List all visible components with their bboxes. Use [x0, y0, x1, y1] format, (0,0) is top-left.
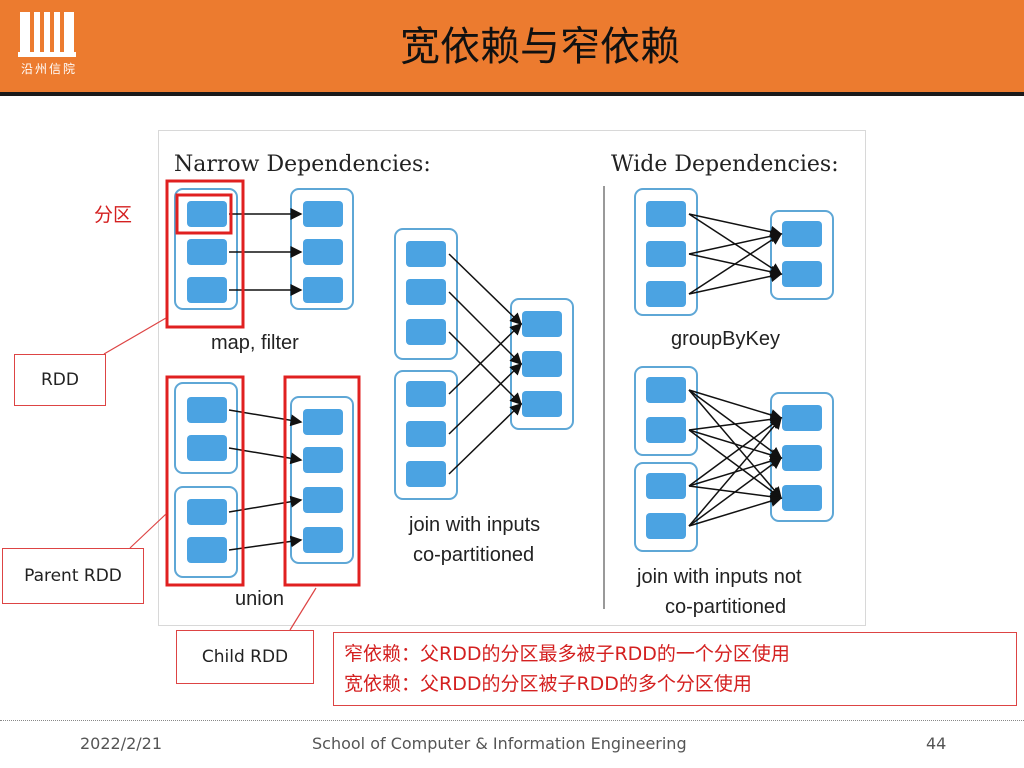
partition: [782, 261, 822, 287]
partition: [646, 473, 686, 499]
partition: [646, 201, 686, 227]
summary-narrow: 窄依赖：父RDD的分区最多被子RDD的一个分区使用: [344, 643, 790, 665]
rdd-join-co-parent-a: [394, 228, 458, 360]
summary-wide: 宽依赖：父RDD的分区被子RDD的多个分区使用: [344, 673, 752, 695]
partition: [646, 417, 686, 443]
dependency-arrow: [448, 253, 523, 326]
groupbykey-arrows: [688, 213, 783, 295]
rdd-callout: RDD: [14, 354, 106, 406]
partition: [646, 513, 686, 539]
highlight-parent-rdd: [165, 375, 245, 587]
label-map-filter: map, filter: [211, 332, 299, 354]
footer-rule: [0, 720, 1024, 721]
partition: [303, 239, 343, 265]
label-groupbykey: groupByKey: [671, 328, 780, 350]
dependency-arrow: [448, 291, 523, 366]
rdd-join-co-parent-b: [394, 370, 458, 500]
page-title: 宽依赖与窄依赖: [400, 24, 680, 70]
partition: [406, 241, 446, 267]
logo-text: 沿州信院: [20, 62, 77, 76]
partition: [406, 319, 446, 345]
summary-box: 窄依赖：父RDD的分区最多被子RDD的一个分区使用 宽依赖：父RDD的分区被子R…: [333, 632, 1017, 706]
partition: [303, 487, 343, 513]
partition: [522, 351, 562, 377]
partition: [187, 537, 227, 563]
dependency-diagram: Narrow Dependencies: Wide Dependencies: …: [158, 130, 866, 626]
rdd-join-not-parent-b: [634, 462, 698, 552]
header-bar: [0, 0, 1024, 92]
label-join-co-1: join with inputs: [408, 514, 540, 536]
wide-title: Wide Dependencies:: [611, 152, 839, 177]
label-join-co-2: co-partitioned: [413, 544, 534, 566]
partition: [303, 447, 343, 473]
partition: [406, 279, 446, 305]
partition: [406, 461, 446, 487]
rdd-join-not-parent-a: [634, 366, 698, 456]
partition: [187, 201, 227, 227]
partition: [187, 435, 227, 461]
partition: [406, 421, 446, 447]
highlight-child-rdd: [283, 375, 361, 587]
footer-date: 2022/2/21: [80, 734, 163, 753]
dependency-arrow: [448, 402, 523, 475]
label-union: union: [235, 588, 284, 610]
partition: [303, 527, 343, 553]
dependency-arrow: [228, 495, 303, 513]
highlight-partition: [175, 193, 233, 235]
rdd-join-not-child: [770, 392, 834, 522]
partition: [782, 485, 822, 511]
rdd-map-parent: [174, 188, 238, 310]
dependency-arrow: [448, 322, 523, 395]
dependency-arrow: [448, 331, 523, 406]
partition: [646, 241, 686, 267]
partition: [303, 409, 343, 435]
partition: [782, 445, 822, 471]
highlight-rdd: [165, 179, 245, 329]
dependency-arrow: [228, 409, 303, 427]
rdd-union-parent-b: [174, 486, 238, 578]
partition-label: 分区: [94, 204, 133, 226]
partition: [522, 311, 562, 337]
partition: [187, 239, 227, 265]
label-join-not-1: join with inputs not: [636, 566, 802, 588]
dependency-arrow: [228, 535, 303, 551]
child-rdd-callout: Child RDD: [176, 630, 314, 684]
rdd-join-co-child: [510, 298, 574, 430]
join-not-arrows: [688, 389, 783, 527]
partition: [303, 201, 343, 227]
page-number: 44: [926, 734, 947, 753]
rdd-union-parent-a: [174, 382, 238, 474]
partition: [782, 405, 822, 431]
dependency-arrow: [448, 362, 523, 435]
dependency-arrow: [228, 447, 303, 465]
partition: [522, 391, 562, 417]
label-join-not-2: co-partitioned: [665, 596, 786, 618]
footer-organization: School of Computer & Information Enginee…: [312, 734, 687, 753]
partition: [782, 221, 822, 247]
rdd-union-child: [290, 396, 354, 564]
rdd-groupbykey-child: [770, 210, 834, 300]
narrow-title: Narrow Dependencies:: [174, 152, 431, 177]
header-rule: [0, 92, 1024, 96]
partition: [187, 397, 227, 423]
partition: [646, 281, 686, 307]
rdd-groupbykey-parent: [634, 188, 698, 316]
partition: [303, 277, 343, 303]
rdd-map-child: [290, 188, 354, 310]
university-logo-icon: [18, 12, 76, 57]
partition: [646, 377, 686, 403]
partition: [187, 499, 227, 525]
partition: [187, 277, 227, 303]
parent-rdd-callout: Parent RDD: [2, 548, 144, 604]
partition: [406, 381, 446, 407]
